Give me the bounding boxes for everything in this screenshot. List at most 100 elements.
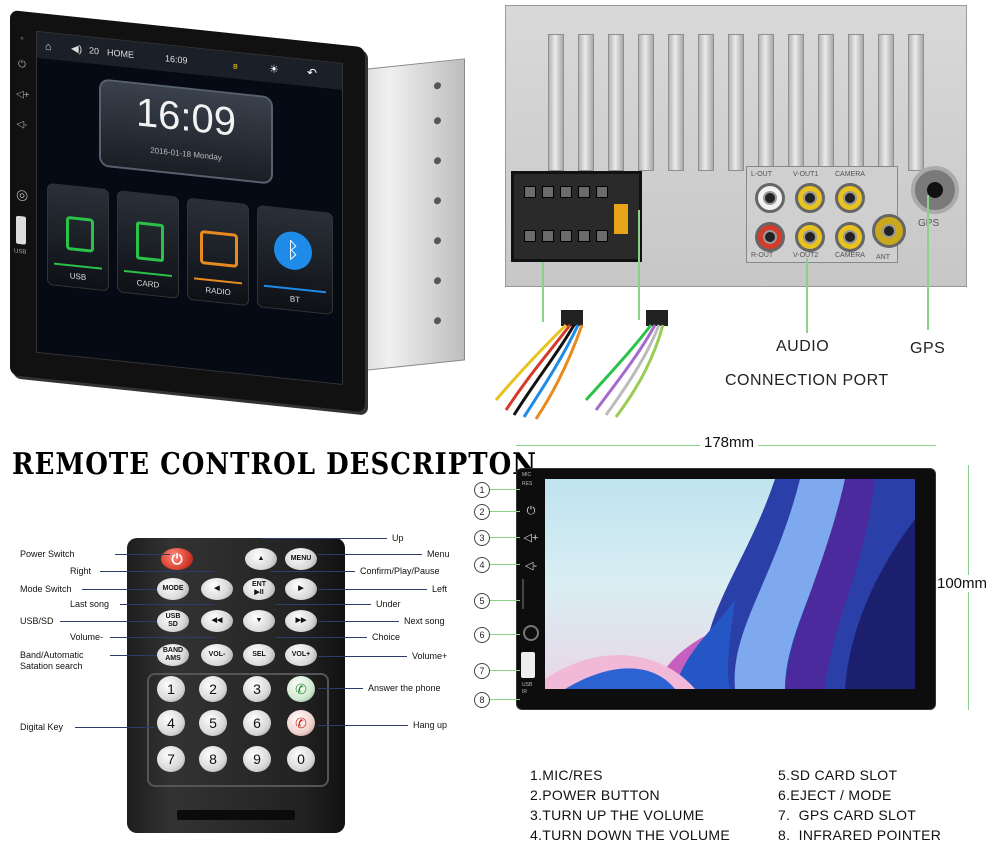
band-ams-button[interactable]: BAND AMS (157, 644, 189, 666)
digit-9-button[interactable]: 9 (243, 746, 271, 772)
leader-line (60, 621, 157, 622)
status-bar: ⌂ ◀) 20 HOME 16:09 ʙ ☀ ↶ (37, 31, 342, 90)
next-song-button[interactable]: ▶▶ (285, 610, 317, 632)
legend-item-5: 5.SD CARD SLOT (778, 767, 898, 783)
volume-up-icon[interactable]: ◁+ (523, 532, 539, 544)
answer-phone-button[interactable]: ✆ (287, 676, 315, 702)
tile-bt[interactable]: ᛒ BT (257, 204, 333, 315)
digit-6-button[interactable]: 6 (243, 710, 271, 736)
volume-down-icon[interactable]: ◁- (524, 560, 538, 572)
up-button[interactable]: ▲ (245, 548, 277, 570)
usb-sd-button[interactable]: USB SD (157, 610, 189, 632)
home-icon[interactable]: ⌂ (45, 40, 52, 54)
mode-button[interactable]: MODE (157, 578, 189, 600)
label-power-switch: Power Switch (20, 549, 75, 559)
eject-icon[interactable] (523, 625, 539, 641)
label-hang-up: Hang up (413, 720, 448, 730)
tile-bt-label: BT (289, 294, 301, 305)
select-button[interactable]: SEL (243, 644, 275, 666)
tile-card[interactable]: CARD (117, 190, 179, 299)
menu-button[interactable]: MENU (285, 548, 317, 570)
rca-label-ant: ANT (876, 254, 890, 261)
callout-number-8: 8 (474, 692, 490, 708)
sd-card-slot (522, 579, 524, 609)
leader-line (110, 655, 157, 656)
rca-yellow-1 (795, 183, 825, 213)
left-button[interactable]: ▶ (285, 578, 317, 600)
ir-label: IR (522, 689, 527, 695)
back-icon[interactable]: ↶ (307, 65, 318, 81)
digit-panel (147, 673, 329, 787)
brightness-icon[interactable]: ☀ (269, 63, 279, 77)
callout-number-3: 3 (474, 530, 490, 546)
rca-yellow-2 (835, 183, 865, 213)
digit-5-button[interactable]: 5 (199, 710, 227, 736)
right-button[interactable]: ◀ (201, 578, 233, 600)
rca-label-vout2: V-OUT2 (793, 252, 819, 259)
res-label: RES (522, 481, 533, 487)
power-switch-button[interactable]: ⏻ (161, 548, 193, 570)
tile-radio-label: RADIO (205, 285, 231, 298)
digit-4-button[interactable]: 4 (157, 710, 185, 736)
usb-port (521, 652, 535, 678)
tile-usb-label: USB (69, 271, 87, 283)
leader-line (490, 634, 520, 635)
callout-line-iso (542, 262, 544, 322)
rca-label-rout: R-OUT (751, 252, 774, 259)
power-icon[interactable]: ⏻ (18, 58, 26, 71)
leader-line (490, 489, 520, 490)
callout-number-7: 7 (474, 663, 490, 679)
remote-title: REMOTE CONTROL DESCRIPTON (12, 447, 538, 483)
tile-usb[interactable]: USB (47, 182, 109, 292)
tile-radio[interactable]: RADIO (187, 197, 249, 307)
height-dimension: 100mm (935, 575, 990, 592)
width-dimension: 178mm (700, 434, 759, 451)
volume-plus-button[interactable]: VOL+ (285, 644, 317, 666)
rca-yellow-4 (835, 222, 865, 252)
head-unit-photo: ◦ ⏻ ◁+ ◁- ◎ USB ⌂ ◀) 20 HOME 16:09 ʙ ☀ ↶… (8, 5, 465, 413)
clock-widget: 16:09 2016-01-18 Monday (99, 78, 273, 185)
hang-up-button[interactable]: ✆ (287, 710, 315, 736)
power-icon[interactable]: ⏻ (526, 505, 536, 517)
legend-item-4: 4.TURN DOWN THE VOLUME (530, 827, 731, 843)
wallpaper (545, 479, 915, 689)
remote-control: ⏻ ▲ MENU MODE ◀ ENT ▶II ▶ USB SD ◀◀ ▼ ▶▶… (127, 538, 345, 833)
under-button[interactable]: ▼ (243, 610, 275, 632)
callout-line-gps (927, 195, 929, 330)
legend-item-6: 6.EJECT / MODE (778, 787, 892, 803)
volume-up-icon[interactable]: ◁+ (16, 88, 30, 102)
digit-8-button[interactable]: 8 (199, 746, 227, 772)
digit-7-button[interactable]: 7 (157, 746, 185, 772)
sd-card-icon (136, 221, 164, 263)
rca-block: L-OUT V-OUT1 CAMERA R-OUT V-OUT2 CAMERA (746, 166, 898, 263)
callout-number-6: 6 (474, 627, 490, 643)
digit-3-button[interactable]: 3 (243, 676, 271, 702)
legend-item-8: 8. INFRARED POINTER (778, 827, 942, 843)
leader-line (275, 637, 367, 638)
iso-connector (511, 171, 642, 262)
tile-card-label: CARD (136, 278, 160, 290)
label-menu: Menu (427, 549, 450, 559)
front-screen (545, 479, 915, 689)
volume-down-icon[interactable]: ◁- (16, 118, 28, 131)
last-song-button[interactable]: ◀◀ (201, 610, 233, 632)
usb-icon (66, 215, 94, 253)
label-volume-minus: Volume- (70, 632, 104, 642)
leader-line (262, 538, 387, 539)
status-home-label: HOME (107, 47, 134, 61)
enter-play-pause-button[interactable]: ENT ▶II (243, 578, 275, 600)
digit-1-button[interactable]: 1 (157, 676, 185, 702)
label-volume-plus: Volume+ (412, 651, 448, 661)
eject-icon[interactable]: ◎ (16, 185, 29, 203)
label-choice: Choice (372, 632, 401, 642)
digit-0-button[interactable]: 0 (287, 746, 315, 772)
label-answer-phone: Answer the phone (368, 683, 441, 693)
battery-slot (177, 810, 295, 820)
legend-item-1: 1.MIC/RES (530, 767, 603, 783)
leader-line (82, 589, 157, 590)
callout-number-2: 2 (474, 504, 490, 520)
digit-2-button[interactable]: 2 (199, 676, 227, 702)
mic-label: MIC (522, 472, 532, 478)
volume-minus-button[interactable]: VOL- (201, 644, 233, 666)
radio-icon (200, 229, 238, 268)
